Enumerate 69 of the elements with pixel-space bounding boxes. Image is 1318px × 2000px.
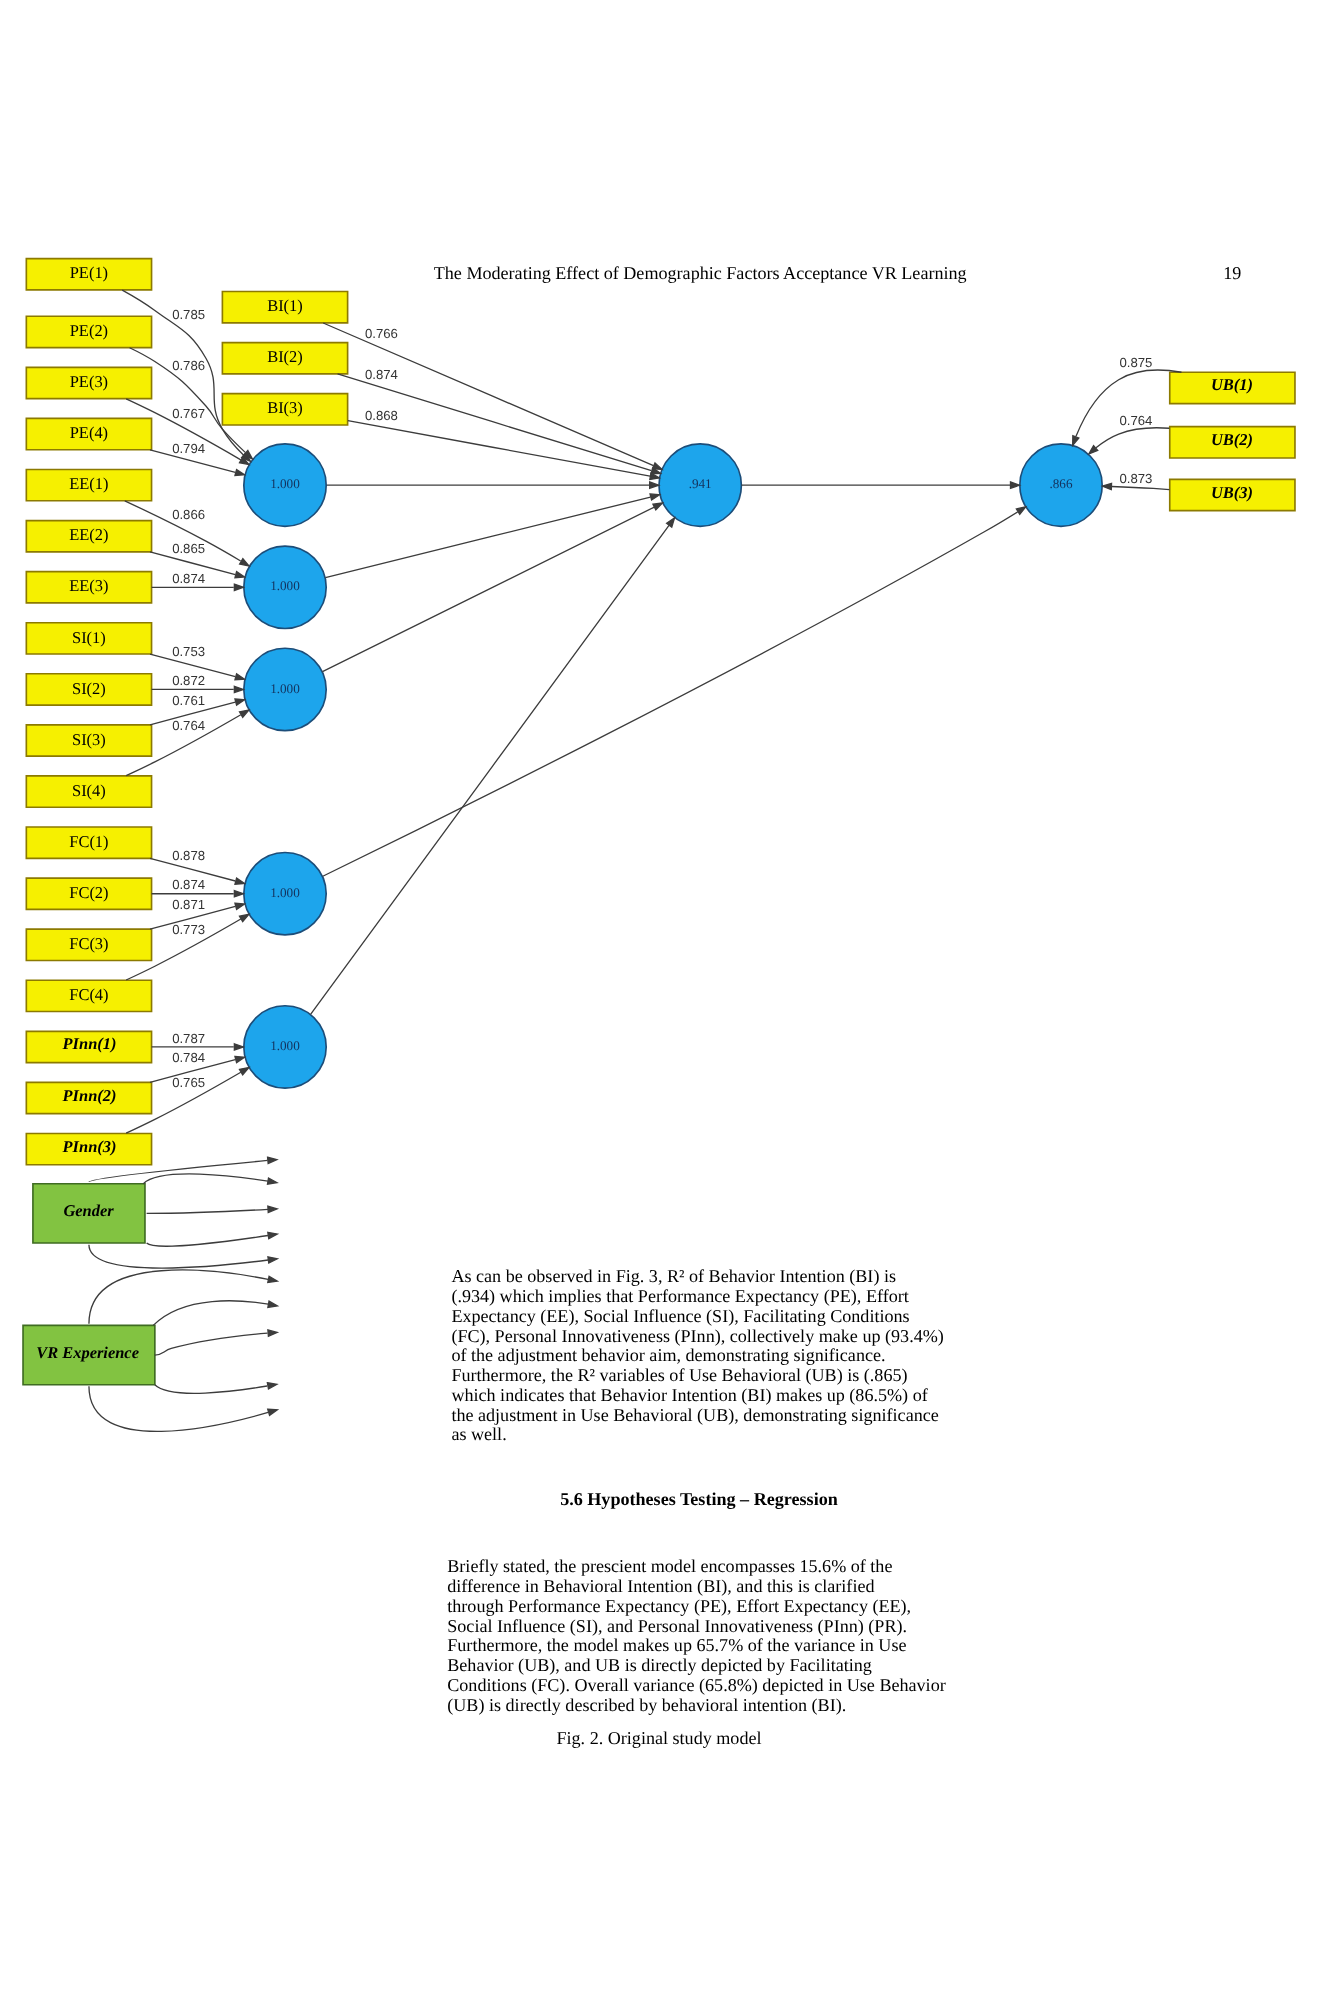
arrow: [1087, 427, 1171, 456]
node-box: PInn(2): [25, 1081, 153, 1115]
arrow: [125, 709, 251, 777]
arrow: [1071, 369, 1183, 448]
arrow: [145, 1205, 280, 1214]
node-box: PE(1): [25, 257, 153, 291]
arrow: [150, 889, 246, 898]
label: 19: [1223, 262, 1242, 283]
node-box: UB(2): [1168, 425, 1296, 459]
arrow: [149, 551, 247, 579]
arrow: [145, 1231, 280, 1247]
node-box: UB(1): [1168, 371, 1296, 405]
node-box: BI(1): [221, 290, 349, 324]
arrow: [149, 653, 247, 681]
arrow: [149, 902, 247, 930]
node-box: EE(1): [25, 468, 153, 502]
arrow: [150, 583, 246, 592]
arrow: [154, 1381, 279, 1394]
node-box: PE(2): [25, 315, 153, 349]
node-box: VR Experience: [22, 1324, 156, 1386]
node-box: EE(2): [25, 519, 153, 553]
arrow: [88, 1156, 279, 1183]
label: 5.6 Hypotheses Testing – Regression: [560, 1488, 838, 1509]
arrow: [1100, 482, 1171, 491]
arrow: [321, 502, 665, 673]
arrow: [88, 1244, 280, 1269]
arrow: [150, 1042, 246, 1052]
arrow: [347, 419, 662, 481]
arrow: [154, 1329, 280, 1356]
arrow: [149, 1055, 247, 1083]
node-box: PInn(3): [25, 1132, 153, 1166]
arrow: [142, 1173, 279, 1186]
node-box: PInn(1): [25, 1030, 153, 1064]
arrow: [152, 1300, 280, 1327]
node-box: PE(3): [25, 366, 153, 400]
node-box: FC(4): [25, 979, 153, 1013]
arrow: [124, 500, 251, 567]
node-box: FC(2): [25, 877, 153, 911]
node-box: BI(2): [221, 341, 349, 375]
arrow: [149, 698, 247, 726]
node-box: SI(4): [25, 775, 153, 809]
node-box: SI(3): [25, 724, 153, 757]
arrow: [326, 481, 661, 490]
arrow: [322, 505, 1028, 877]
node-box: Gender: [32, 1182, 146, 1244]
arrow: [322, 322, 664, 471]
arrow: [309, 516, 676, 1015]
arrow: [149, 857, 247, 885]
arrow: [149, 449, 247, 477]
node-box: UB(3): [1168, 478, 1296, 512]
label: As can be observed in Fig. 3, R² of Behavior Intention (BI) is (.934) which implies that Performance Expectancy (PE), Effort Expectancy (EE), Social Influence (SI), Facilitating Conditions (FC), Personal Innovativeness (PInn), collectively make up (93.4%) of the adjustment behavior aim, demonstrating significance. Furthermore, the R² variables of Use Behavioral (UB) is (.865) which indicates that Behavior Intention (BI) makes up (86.5%) of the adjustment in Use Behavioral (UB), demonstrating significance as well.: [451, 1266, 944, 1445]
node-box: EE(3): [25, 570, 153, 604]
arrow: [324, 493, 662, 579]
label: The Moderating Effect of Demographic Factors Acceptance VR Learning: [433, 262, 967, 283]
node-box: BI(3): [221, 392, 349, 426]
node-box: SI(2): [25, 672, 153, 706]
node-box: FC(3): [25, 928, 153, 962]
node-box: SI(1): [25, 621, 153, 655]
arrow: [125, 913, 251, 981]
node-box: PE(4): [25, 417, 153, 451]
arrow: [88, 1385, 280, 1433]
arrow: [336, 373, 663, 475]
label: Briefly stated, the prescient model encompasses 15.6% of the difference in Behavioral Intention (BI), and this is clarified through Performance Expectancy (PE), Effort Expectancy (EE), Social Influence (SI), and Personal Innovativeness (PInn) (PR). Furthermore, the model makes up 65.7% of the variance in Use Behavior (UB), and UB is directly depicted by Facilitating Conditions (FC). Overall variance (65.8%) depicted in Use Behavior (UB) is directly described by behavioral intention (BI).: [447, 1556, 946, 1715]
node-box: FC(1): [25, 826, 153, 860]
arrow: [125, 1066, 251, 1134]
arrow: [88, 1269, 280, 1325]
arrow: [150, 685, 246, 694]
caption: Fig. 2. Original study model: [556, 1727, 762, 1748]
arrow: [740, 481, 1022, 490]
